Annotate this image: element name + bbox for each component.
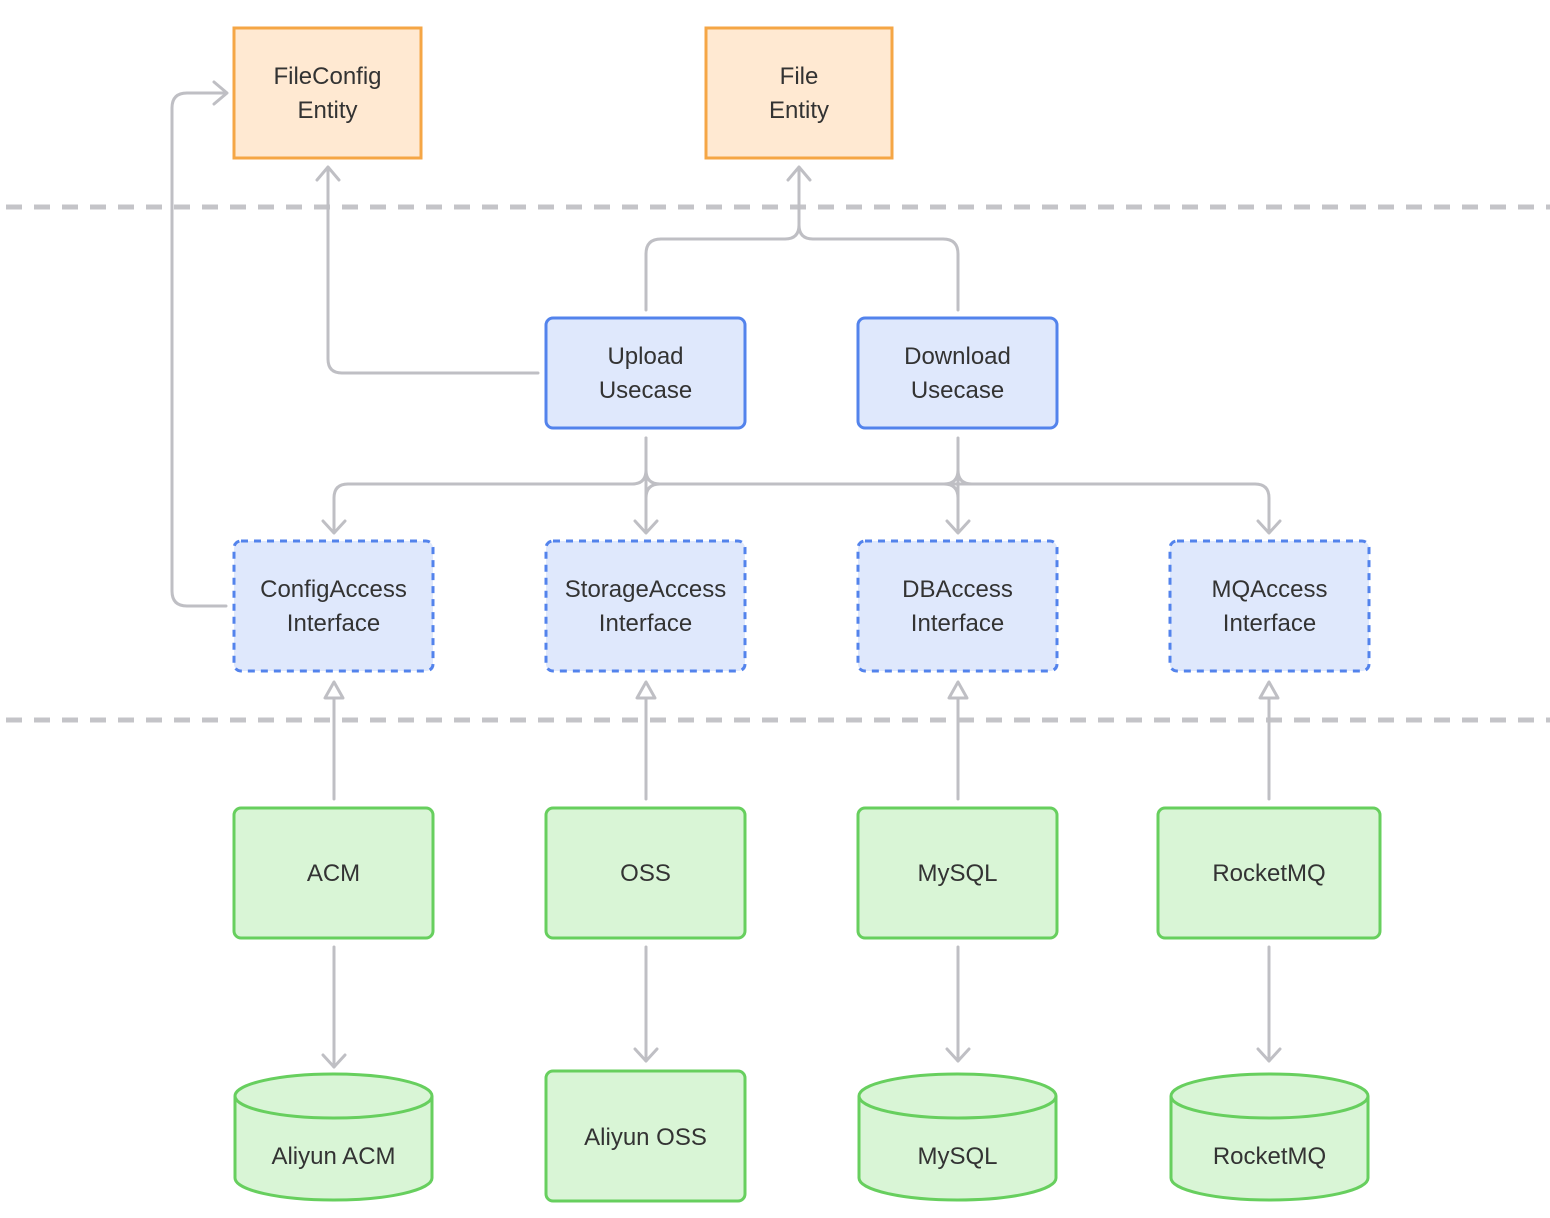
node-label-line: ConfigAccess xyxy=(260,576,407,603)
node-label-line: ACM xyxy=(307,860,360,887)
arrowhead-implements-dbaccess xyxy=(947,680,969,700)
node-label-line: Usecase xyxy=(599,377,692,404)
node-label-line: File xyxy=(780,63,819,90)
arrowhead-aliyun-oss xyxy=(633,1047,659,1063)
arrowhead-mqaccess xyxy=(1256,519,1282,535)
node-acm[interactable]: ACM xyxy=(232,806,435,940)
node-rocketmq[interactable]: RocketMQ xyxy=(1156,806,1382,940)
arrowhead-implements-configaccess xyxy=(323,680,345,700)
node-label: OSS xyxy=(620,860,671,887)
node-label-line: Aliyun OSS xyxy=(584,1124,707,1151)
node-label-line: Aliyun ACM xyxy=(271,1143,395,1170)
arrowhead-implements-storageaccess xyxy=(635,680,657,700)
node-mysql[interactable]: MySQL xyxy=(856,806,1059,940)
arrowhead-storageaccess xyxy=(633,519,659,535)
edge-upload-bus-left xyxy=(332,436,648,534)
node-label: Aliyun ACM xyxy=(271,1143,395,1170)
edge-upload-to-db-curve xyxy=(942,482,960,500)
node-label: MySQL xyxy=(917,1143,997,1170)
node-label-line: StorageAccess xyxy=(565,576,726,603)
node-label: MySQL xyxy=(917,860,997,887)
edge-upload-to-fileconfig xyxy=(326,166,540,375)
edge-configaccess-to-fileconfig xyxy=(170,91,228,608)
node-aliyun-acm-database[interactable]: Aliyun ACM xyxy=(233,1072,434,1202)
arrowhead-mysql-db xyxy=(945,1047,971,1063)
node-label-line: Interface xyxy=(1223,610,1316,637)
node-label-line: Download xyxy=(904,343,1011,370)
node-label-line: OSS xyxy=(620,860,671,887)
node-mysql-database[interactable]: MySQL xyxy=(857,1072,1058,1202)
edges xyxy=(170,80,1282,1069)
node-label-line: Interface xyxy=(911,610,1004,637)
edge-download-to-file xyxy=(797,223,960,312)
node-oss[interactable]: OSS xyxy=(544,806,747,940)
node-label-line: Interface xyxy=(287,610,380,637)
arrowhead-rocketmq-db xyxy=(1256,1047,1282,1063)
arrowhead-configaccess xyxy=(321,519,347,535)
arrowhead-fileconfig-from-upload xyxy=(315,165,341,182)
node-label-line: FileConfig xyxy=(273,63,381,90)
node-label: RocketMQ xyxy=(1213,1143,1326,1170)
node-label-line: MySQL xyxy=(917,1143,997,1170)
node-label: ACM xyxy=(307,860,360,887)
node-label-line: Usecase xyxy=(911,377,1004,404)
arrowhead-implements-mqaccess xyxy=(1258,680,1280,700)
node-label: RocketMQ xyxy=(1212,860,1325,887)
arrowhead-aliyun-acm xyxy=(321,1053,347,1069)
node-label-line: DBAccess xyxy=(902,576,1013,603)
node-label-line: Interface xyxy=(599,610,692,637)
edge-upload-to-file xyxy=(644,166,801,312)
node-label: Aliyun OSS xyxy=(584,1124,707,1151)
node-label-line: Entity xyxy=(297,97,357,124)
node-label-line: Entity xyxy=(769,97,829,124)
edge-download-bus-left xyxy=(644,468,960,500)
node-label-line: RocketMQ xyxy=(1213,1143,1326,1170)
arrowhead-fileconfig-from-configaccess xyxy=(212,80,229,106)
node-label-line: MySQL xyxy=(917,860,997,887)
node-rocketmq-database[interactable]: RocketMQ xyxy=(1169,1072,1370,1202)
arrowhead-dbaccess xyxy=(945,519,971,535)
node-label-line: RocketMQ xyxy=(1212,860,1325,887)
edge-download-bus-right xyxy=(956,468,974,486)
node-label-line: Upload xyxy=(607,343,683,370)
edge-upload-bus-right xyxy=(644,468,1271,534)
node-label-line: MQAccess xyxy=(1211,576,1327,603)
arrowhead-file-entity xyxy=(786,165,812,182)
node-aliyun-oss[interactable]: Aliyun OSS xyxy=(544,1069,747,1203)
